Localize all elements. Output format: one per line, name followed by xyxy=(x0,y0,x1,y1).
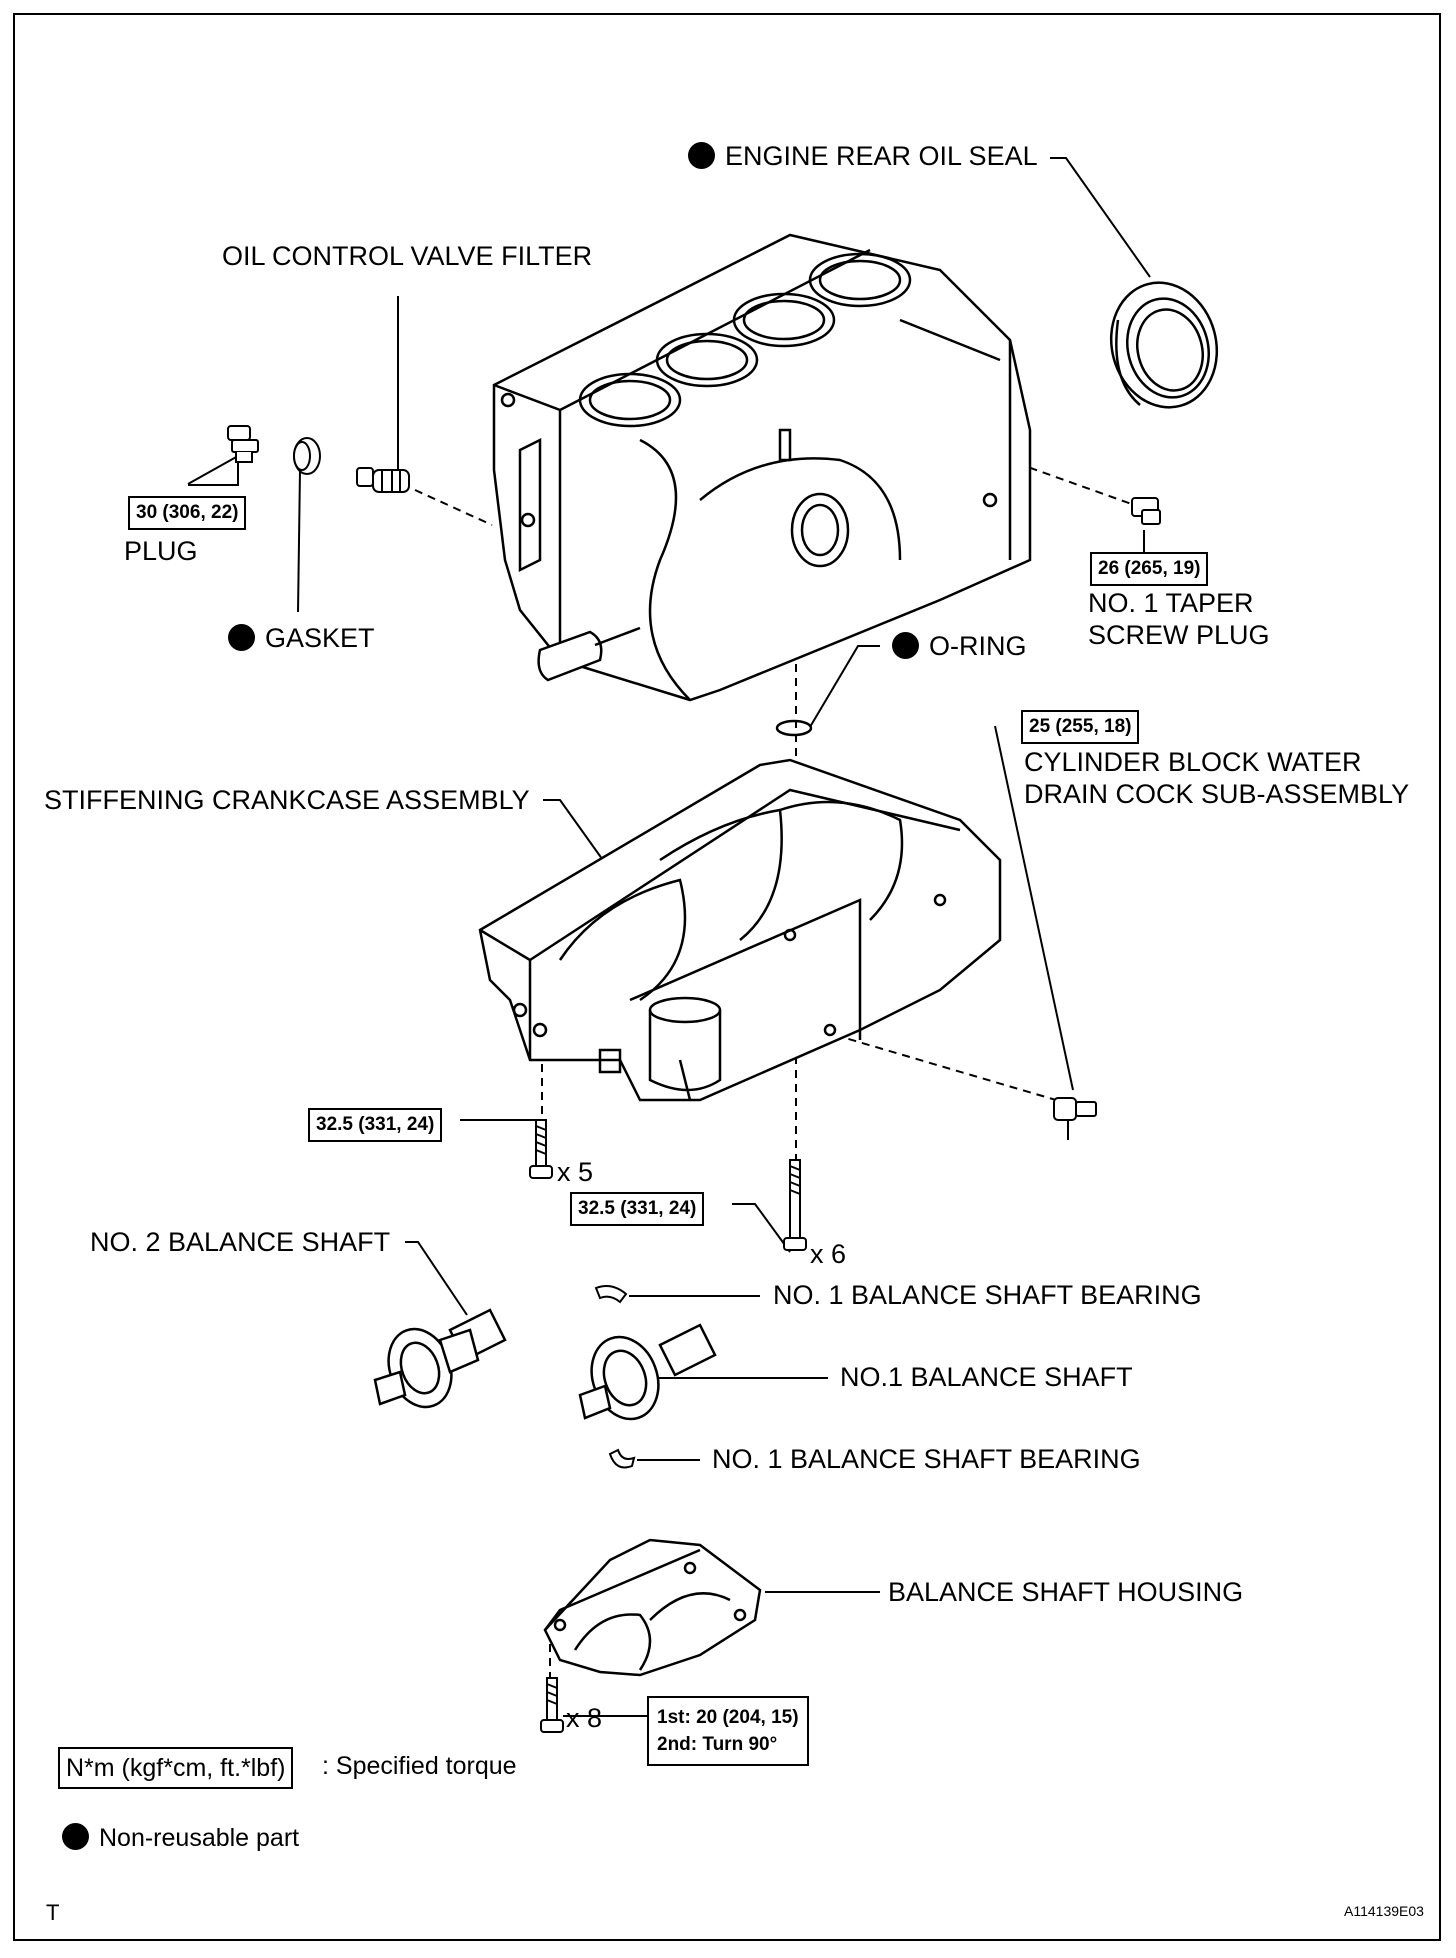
no2-balance-shaft-part xyxy=(373,1308,507,1409)
torque-box-plug: 30 (306, 22) xyxy=(128,496,247,530)
figure-id: A114139E03 xyxy=(1344,1903,1424,1919)
balance-shaft-housing-part xyxy=(543,1538,762,1677)
legend-torque-desc: : Specified torque xyxy=(322,1752,517,1780)
torque-box-taper-plug: 26 (265, 19) xyxy=(1090,552,1209,586)
torque-box-drain-cock: 25 (255, 18) xyxy=(1021,710,1140,744)
non-reusable-dot-icon xyxy=(688,142,715,169)
torque-housing-2nd: 2nd: Turn 90° xyxy=(657,1734,778,1755)
diagram-frame xyxy=(13,13,1441,1941)
qty-crankcase-b: x 6 xyxy=(810,1239,847,1269)
label-no1-bearing-lower: NO. 1 BALANCE SHAFT BEARING xyxy=(712,1444,1141,1474)
label-plug: PLUG xyxy=(124,536,198,566)
bearing-upper-part xyxy=(594,1285,628,1304)
taper-plug-part xyxy=(1131,497,1161,525)
cylinder-block-part xyxy=(492,233,1032,702)
leader-crankcase xyxy=(543,799,611,871)
leader-no2-shaft xyxy=(405,1241,468,1316)
no1-balance-shaft-part xyxy=(578,1323,717,1421)
plug-part xyxy=(227,425,259,463)
label-no2-balance-shaft: NO. 2 BALANCE SHAFT xyxy=(90,1227,391,1257)
footer-left-mark: T xyxy=(46,1900,60,1925)
ocv-filter-part xyxy=(356,467,410,493)
leader-bolts-a xyxy=(460,1119,543,1168)
drain-cock-part xyxy=(1053,1097,1097,1140)
leader-o-ring xyxy=(809,645,880,728)
label-no1-balance-shaft: NO.1 BALANCE SHAFT xyxy=(840,1362,1133,1392)
leader-drain-cock xyxy=(994,725,1074,1091)
non-reusable-dot-icon xyxy=(228,624,255,651)
non-reusable-dot-icon xyxy=(892,632,919,659)
torque-box-crankcase-a: 32.5 (331, 24) xyxy=(308,1108,443,1142)
leader-gasket xyxy=(297,469,301,613)
label-taper-plug-line1: NO. 1 TAPER xyxy=(1088,588,1254,618)
leader-plug xyxy=(188,457,239,486)
stiffening-crankcase-part xyxy=(478,758,1002,1102)
label-engine-rear-oil-seal: ENGINE REAR OIL SEAL xyxy=(688,140,1038,173)
legend-non-reusable: Non-reusable part xyxy=(62,1822,299,1855)
label-o-ring: O-RING xyxy=(892,630,1027,663)
bolt-housing xyxy=(540,1677,564,1733)
non-reusable-dot-icon xyxy=(62,1823,89,1850)
torque-box-housing: 1st: 20 (204, 15) 2nd: Turn 90° xyxy=(647,1696,809,1766)
legend-torque-unit-box: N*m (kgf*cm, ft.*lbf) xyxy=(58,1747,294,1789)
label-no1-bearing-upper: NO. 1 BALANCE SHAFT BEARING xyxy=(773,1280,1202,1310)
qty-crankcase-a: x 5 xyxy=(557,1157,594,1187)
label-drain-cock-line2: DRAIN COCK SUB-ASSEMBLY xyxy=(1024,779,1410,809)
leader-rear-oil-seal xyxy=(1050,157,1151,278)
bearing-lower-part xyxy=(608,1448,636,1469)
bolt-crankcase-a xyxy=(529,1119,553,1179)
qty-housing: x 8 xyxy=(566,1703,603,1733)
label-gasket: GASKET xyxy=(228,622,375,655)
label-oil-control-valve-filter: OIL CONTROL VALVE FILTER xyxy=(222,241,593,271)
rear-oil-seal-part xyxy=(1109,281,1219,409)
torque-box-crankcase-b: 32.5 (331, 24) xyxy=(570,1192,705,1226)
o-ring-part xyxy=(775,719,813,737)
leader-bolts-b xyxy=(732,1203,791,1253)
bolt-crankcase-b xyxy=(783,1159,807,1251)
label-balance-shaft-housing: BALANCE SHAFT HOUSING xyxy=(888,1577,1244,1607)
label-drain-cock-line1: CYLINDER BLOCK WATER xyxy=(1024,747,1362,777)
gasket-part xyxy=(293,437,321,475)
label-taper-plug-line2: SCREW PLUG xyxy=(1088,620,1270,650)
torque-housing-1st: 1st: 20 (204, 15) xyxy=(657,1707,799,1728)
label-stiffening-crankcase: STIFFENING CRANKCASE ASSEMBLY xyxy=(44,785,530,815)
